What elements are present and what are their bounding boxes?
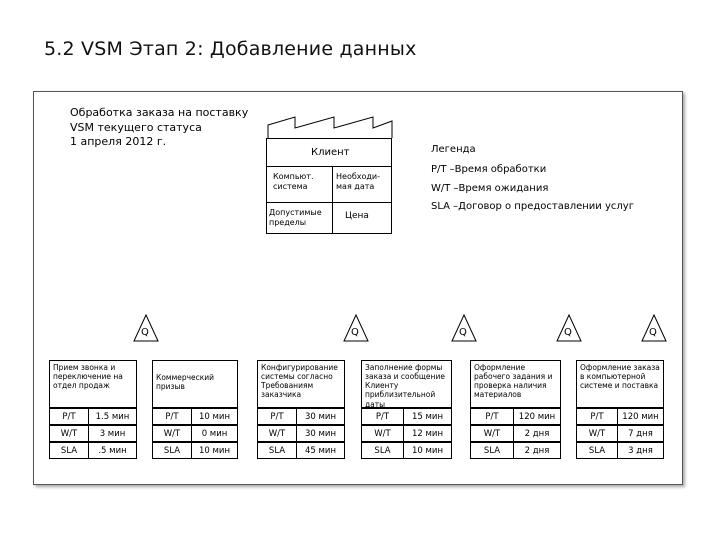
process-4-sla-label: SLA	[361, 442, 404, 459]
process-4-wt-value: 12 мин	[403, 425, 452, 442]
process-2-wt-value: 0 мин	[191, 425, 238, 442]
legend-item-wt: W/T –Время ожидания	[431, 183, 549, 194]
process-name-1: Прием звонка и переключение на отдел про…	[53, 363, 123, 391]
queue-label-1: Q	[141, 327, 149, 338]
customer-cell-date: Необходи-мая дата	[336, 172, 381, 191]
process-1-pt-label: P/T	[49, 408, 89, 425]
process-box-5: Оформление рабочего задания и проверка н…	[470, 360, 561, 408]
process-5-sla-value: 2 дня	[513, 442, 561, 459]
process-6-sla-value: 3 дня	[617, 442, 664, 459]
process-3-wt-label: W/T	[257, 425, 297, 442]
inventory-triangle-1	[133, 313, 159, 342]
inventory-triangle-3	[451, 313, 477, 342]
process-box-6: Оформление заказа в компьютерной системе…	[576, 360, 664, 408]
process-3-sla-label: SLA	[257, 442, 297, 459]
process-4-wt-label: W/T	[361, 425, 404, 442]
process-2-wt-label: W/T	[152, 425, 192, 442]
queue-label-2: Q	[351, 327, 359, 338]
process-6-pt-value: 120 мин	[617, 408, 664, 425]
process-2-pt-label: P/T	[152, 408, 192, 425]
inventory-triangles	[133, 313, 667, 342]
process-2-pt-value: 10 мин	[191, 408, 238, 425]
process-4-pt-label: P/T	[361, 408, 404, 425]
process-2-sla-label: SLA	[152, 442, 192, 459]
process-5-pt-value: 120 мин	[513, 408, 561, 425]
inventory-triangle-4	[556, 313, 582, 342]
queue-label-4: Q	[564, 327, 572, 338]
process-4-sla-value: 10 мин	[403, 442, 452, 459]
process-name-3: Конфигурирование системы согласно Требов…	[261, 363, 338, 400]
process-3-pt-value: 30 мин	[296, 408, 345, 425]
process-3-pt-label: P/T	[257, 408, 297, 425]
map-title-line-3: 1 апреля 2012 г.	[70, 135, 167, 148]
customer-factory-icon	[267, 116, 393, 138]
legend-item-pt: P/T –Время обработки	[431, 164, 547, 175]
process-name-5: Оформление рабочего задания и проверка н…	[474, 363, 553, 400]
customer-cell-price: Цена	[345, 211, 369, 221]
customer-label: Клиент	[311, 147, 350, 158]
process-box-1: Прием звонка и переключение на отдел про…	[49, 360, 137, 408]
process-box-4: Заполнение формы заказа и сообщение Клие…	[361, 360, 452, 409]
map-title-line-2: VSM текущего статуса	[70, 121, 202, 134]
process-name-4: Заполнение формы заказа и сообщение Клие…	[365, 363, 445, 409]
legend-item-sla: SLA –Договор о предоставлении услуг	[431, 201, 634, 212]
inventory-triangle-2	[343, 313, 369, 342]
process-5-wt-value: 2 дня	[513, 425, 561, 442]
customer-data-box: Клиент Компьют. система Необходи-мая дат…	[266, 138, 392, 234]
legend-title: Легенда	[431, 144, 476, 155]
process-name-2: Коммерческий призыв	[156, 373, 215, 392]
process-1-sla-value: .5 мин	[88, 442, 137, 459]
process-4-pt-value: 15 мин	[403, 408, 452, 425]
process-name-6: Оформление заказа в компьютерной системе…	[580, 363, 660, 391]
process-3-sla-value: 45 мин	[296, 442, 345, 459]
process-5-sla-label: SLA	[470, 442, 514, 459]
process-box-2: Коммерческий призыв	[152, 360, 238, 408]
process-1-sla-label: SLA	[49, 442, 89, 459]
process-3-wt-value: 30 мин	[296, 425, 345, 442]
queue-label-5: Q	[649, 327, 657, 338]
process-1-wt-value: 3 мин	[88, 425, 137, 442]
process-6-sla-label: SLA	[576, 442, 618, 459]
customer-cell-system: Компьют. система	[273, 172, 314, 191]
inventory-triangle-5	[641, 313, 667, 342]
process-5-wt-label: W/T	[470, 425, 514, 442]
process-6-wt-value: 7 дня	[617, 425, 664, 442]
process-2-sla-value: 10 мин	[191, 442, 238, 459]
process-5-pt-label: P/T	[470, 408, 514, 425]
process-6-pt-label: P/T	[576, 408, 618, 425]
customer-cell-limits: Допустимые пределы	[269, 208, 322, 227]
process-1-wt-label: W/T	[49, 425, 89, 442]
process-6-wt-label: W/T	[576, 425, 618, 442]
process-1-pt-value: 1.5 мин	[88, 408, 137, 425]
process-box-3: Конфигурирование системы согласно Требов…	[257, 360, 345, 408]
vsm-diagram-frame: Обработка заказа на поставку VSM текущег…	[33, 91, 683, 485]
diagram-lines	[133, 116, 667, 342]
queue-label-3: Q	[459, 327, 467, 338]
page-heading: 5.2 VSM Этап 2: Добавление данных	[44, 38, 417, 60]
map-title-line-1: Обработка заказа на поставку	[70, 106, 249, 119]
